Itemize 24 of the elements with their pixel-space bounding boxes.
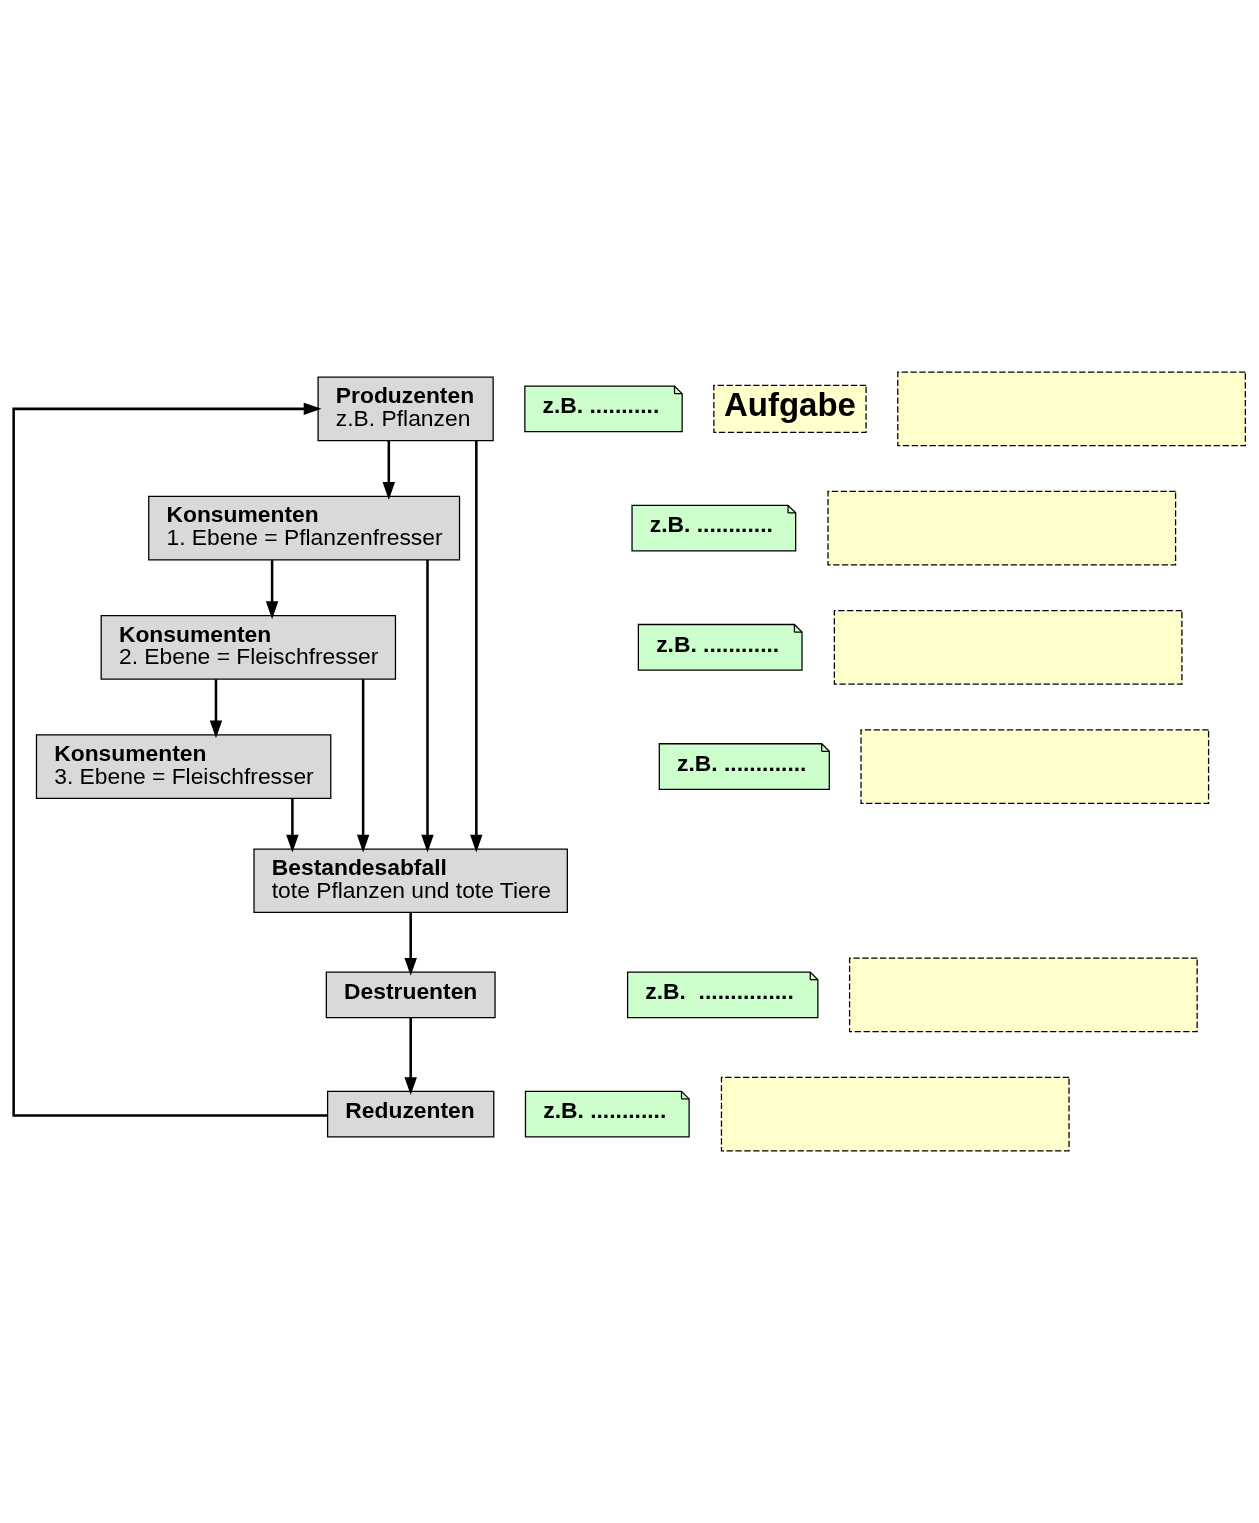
arrow xyxy=(382,440,396,500)
node-box xyxy=(897,371,1246,447)
arrow xyxy=(286,798,299,853)
node-box: Konsumenten 1. Ebene = Pflanzenfresser xyxy=(148,495,461,561)
arrow xyxy=(356,679,370,853)
arrow xyxy=(421,560,434,853)
node-box: Destruenten xyxy=(325,971,496,1019)
node-box xyxy=(720,1076,1070,1152)
arrow xyxy=(404,1017,417,1096)
node-box: Produzenten z.B. Pflanzen xyxy=(317,376,494,442)
node-box: Reduzenten xyxy=(326,1090,495,1138)
arrow xyxy=(470,440,483,853)
node-box: Konsumenten 2. Ebene = Fleischfresser xyxy=(100,615,397,680)
arrow xyxy=(404,912,417,976)
node-box: Aufgabe xyxy=(713,384,867,433)
node-box xyxy=(827,490,1177,566)
node-box: Konsumenten 3. Ebene = Fleischfresser xyxy=(35,734,332,799)
arrow xyxy=(265,560,279,620)
node-box xyxy=(860,729,1210,804)
node-box xyxy=(848,957,1198,1033)
node-box xyxy=(833,609,1183,685)
arrow xyxy=(209,679,223,739)
arrow xyxy=(12,402,328,1117)
node-box: Bestandesabfall tote Pflanzen und tote Tiere xyxy=(253,848,568,914)
